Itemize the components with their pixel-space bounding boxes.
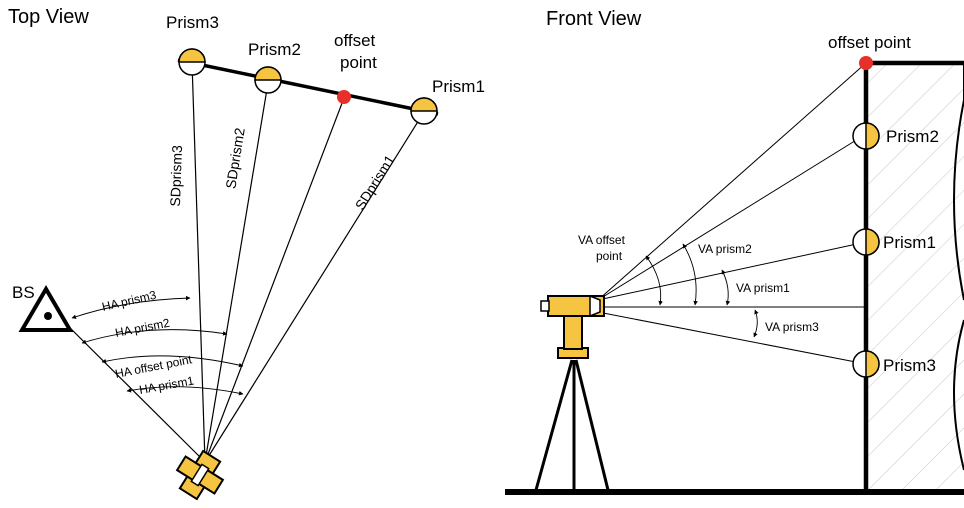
label-sd-prism2: SDprism2 [222,126,247,189]
front-sight-prism1 [597,241,867,301]
label-ha-prism1: HA prism1 [138,373,195,396]
front-view: VA offset point VA prism2 VA prism1 VA p… [505,33,964,495]
total-station-top-icon [175,449,225,501]
prism1-front-marker [852,228,880,256]
sight-line-prism1 [204,111,425,463]
prism2-front-marker [852,122,880,150]
label-va-prism1: VA prism1 [736,281,790,295]
arc-va-prism3 [753,309,759,338]
front-sight-offset [597,62,867,301]
label-prism2-top: Prism2 [248,40,301,59]
label-prism1-front: Prism1 [883,233,936,252]
tripod-icon [534,359,610,491]
arc-ha-prism2 [81,329,228,344]
label-va-prism3: VA prism3 [765,320,819,334]
prism1-marker [410,97,438,125]
sight-line-prism2 [204,82,269,463]
front-view-title: Front View [546,8,642,30]
sight-line-prism3 [191,61,206,463]
sight-line-offset-point [204,97,345,463]
backsight-line [54,312,206,463]
arc-va-prism1 [721,269,731,306]
arc-ha-offset-point [101,355,244,368]
label-prism3-front: Prism3 [883,356,936,375]
top-view: Prism3 Prism2 offset point Prism1 SDpris… [12,13,485,501]
arc-va-prism2 [682,243,698,306]
prism2-marker [254,66,282,94]
top-view-title: Top View [8,6,89,28]
arc-ha-prism3 [71,295,191,319]
front-sight-prism2 [597,133,867,301]
arc-va-offset-point [645,255,663,306]
label-va-prism2: VA prism2 [698,242,752,256]
label-va-offset-line2: point [596,249,623,263]
arc-ha-prism1 [126,386,244,396]
prism-bar [177,58,439,116]
backsight-symbol [18,285,74,332]
label-va-offset-line1: VA offset [578,233,626,247]
label-offset-point-front: offset point [828,33,911,52]
front-sight-prism3 [597,311,867,365]
label-prism1-top: Prism1 [432,77,485,96]
total-station-front-icon [540,294,605,359]
label-sd-prism3: SDprism3 [167,145,185,207]
label-bs: BS [12,283,35,302]
label-sd-prism1: SDprism1 [352,152,398,213]
prism3-front-marker [852,350,880,378]
offset-point-marker-front [859,56,873,70]
label-prism3-top: Prism3 [166,13,219,32]
wall-hatch [866,63,964,491]
label-ha-prism3: HA prism3 [101,288,158,314]
label-prism2-front: Prism2 [886,127,939,146]
offset-point-marker-top [337,90,351,104]
prism3-marker [178,48,206,76]
label-offset-line1-top: offset [334,31,376,50]
label-ha-prism2: HA prism2 [114,316,171,340]
label-offset-line2-top: point [340,53,377,72]
